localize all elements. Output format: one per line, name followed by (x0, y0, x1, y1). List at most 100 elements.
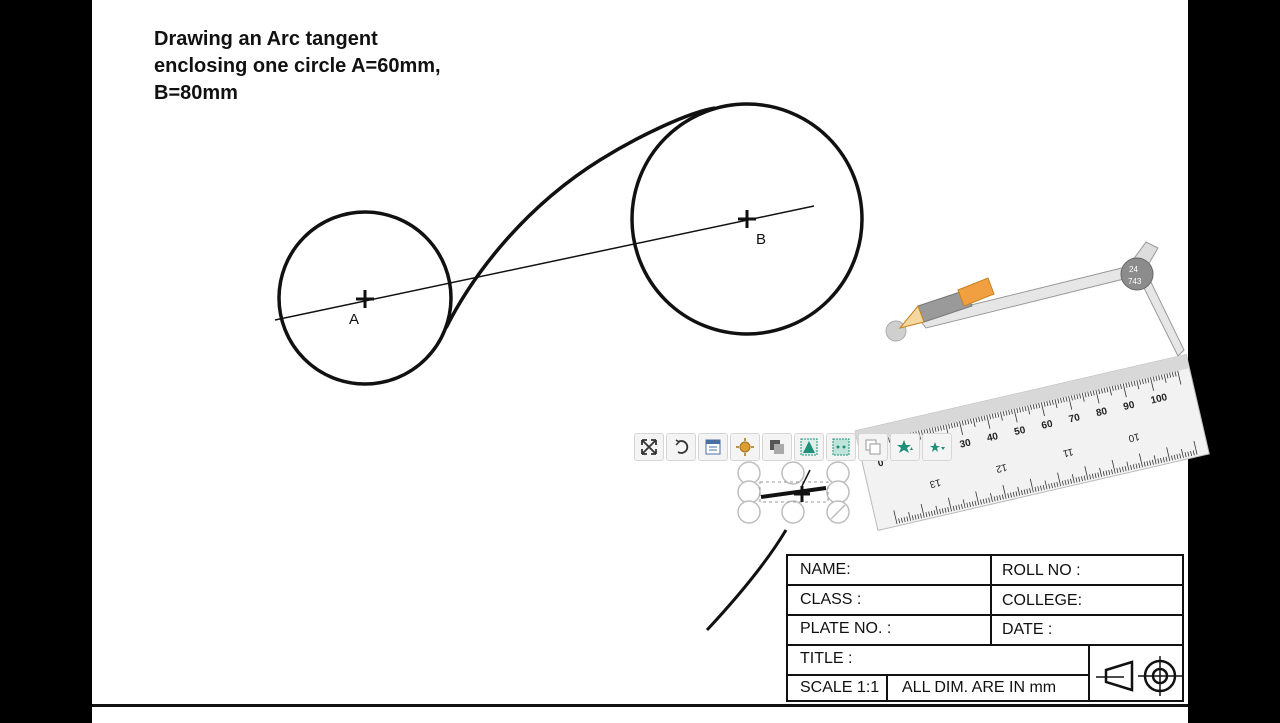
ruler-tick (893, 510, 898, 525)
copy-button[interactable] (858, 433, 888, 461)
rotate-icon (675, 439, 689, 454)
ruler-tick (1174, 371, 1177, 377)
ruler-tick (939, 508, 942, 514)
tangent-arc[interactable] (444, 106, 716, 329)
compass-right-leg (1139, 275, 1185, 357)
label-a: A (349, 311, 359, 328)
ruler-tick (958, 504, 961, 510)
star-down-button[interactable] (922, 433, 952, 461)
ruler-tick (928, 511, 931, 517)
ruler-tick (1000, 411, 1003, 421)
ruler-tick (980, 499, 982, 505)
selection-handles[interactable] (737, 461, 850, 524)
properties-button[interactable] (698, 433, 728, 461)
ruler-tick (1034, 486, 1037, 492)
handle-bottom-center[interactable] (781, 500, 805, 524)
ruler-tick (1173, 454, 1176, 460)
ruler-tick (1125, 382, 1128, 388)
ruler-tick (1135, 463, 1138, 469)
compass-dial[interactable] (1120, 257, 1154, 291)
triangle-grid-button[interactable] (794, 433, 824, 461)
ruler-tick (1008, 409, 1011, 415)
dotted-grid-button[interactable] (826, 433, 856, 461)
copy-icon (865, 439, 881, 455)
ruler-top-label: 30 (959, 437, 973, 450)
ruler-tick (1083, 475, 1086, 481)
ruler-tick (1065, 396, 1068, 402)
rotate-button[interactable] (666, 433, 696, 461)
ruler-tick (1120, 384, 1122, 390)
ruler-tick (914, 514, 917, 520)
ruler-tick (1094, 473, 1097, 479)
ruler-tick (947, 507, 950, 513)
ruler-bottom-label: 10 (1127, 430, 1141, 443)
selected-tail (801, 469, 811, 487)
properties-icon (705, 439, 721, 455)
ruler-tick (1024, 406, 1027, 412)
ruler-tick (975, 417, 978, 423)
ruler-top-label: 70 (1068, 412, 1082, 425)
ruler-tick (1010, 492, 1012, 498)
ruler-tick (1108, 469, 1111, 475)
ruler-tick (1121, 466, 1124, 472)
layers-button[interactable] (762, 433, 792, 461)
handle-mid-right[interactable] (826, 480, 850, 504)
ruler-tick (1071, 474, 1075, 484)
ruler-tick (1076, 394, 1079, 400)
ruler-tick (1116, 467, 1119, 474)
ruler-tick (1017, 486, 1021, 496)
ruler-tick (1002, 485, 1007, 499)
layers-icon (770, 440, 784, 454)
ruler-tick (1070, 395, 1073, 401)
ruler-tick (920, 503, 925, 518)
ruler-tick (1141, 378, 1144, 385)
ruler-tick (1139, 379, 1142, 385)
handle-top-center[interactable] (781, 461, 805, 485)
ruler-tick (975, 491, 980, 506)
ruler-tick (1146, 461, 1149, 467)
ruler-tick (906, 516, 909, 522)
ruler-tick (1042, 484, 1045, 491)
college-label: COLLEGE: (1002, 592, 1083, 609)
title-line-2: enclosing one circle A=60mm, (154, 55, 441, 77)
ruler-tick (1091, 473, 1094, 479)
ruler-tick (1181, 448, 1184, 458)
name-label: NAME: (800, 561, 851, 578)
ruler-tick (990, 493, 993, 503)
ruler-tick (1177, 370, 1182, 385)
ruler-tick (1016, 407, 1019, 414)
ruler-bottom-label: 12 (994, 461, 1008, 474)
ruler-tick (930, 510, 933, 516)
ruler-tick (1057, 472, 1062, 487)
ruler-top-label: 50 (1013, 425, 1027, 438)
settings-button[interactable] (730, 433, 760, 461)
ruler-tick (1092, 390, 1095, 396)
expand-button[interactable] (634, 433, 664, 461)
ruler-tick (1130, 464, 1133, 470)
handle-mid-left[interactable] (737, 480, 761, 504)
circle-b[interactable] (630, 102, 864, 336)
class-label: CLASS : (800, 591, 862, 608)
ruler-top-label: 80 (1095, 406, 1109, 419)
circle-a[interactable] (277, 210, 453, 386)
ruler-tick (948, 497, 952, 512)
ruler-tick (1078, 476, 1081, 482)
star-up-button[interactable] (890, 433, 920, 461)
ruler-tick (1019, 407, 1022, 413)
ruler-tick (1061, 480, 1064, 486)
ruler-tick (929, 428, 931, 434)
star-up-icon (897, 440, 913, 453)
plate-no-label: PLATE NO. : (800, 620, 892, 637)
selected-stroke[interactable] (760, 486, 827, 499)
ruler-tick (1044, 480, 1048, 490)
roll-no-label: ROLL NO : (1002, 562, 1081, 579)
ruler-tick (1007, 493, 1010, 499)
handle-bottom-left[interactable] (737, 500, 761, 524)
compass-tool[interactable]: 24 743 (885, 241, 1185, 357)
ruler-tick (1122, 383, 1127, 398)
ruler-tick (1171, 455, 1173, 461)
ruler-tick (1136, 380, 1140, 390)
ruler-tick (1030, 404, 1032, 410)
